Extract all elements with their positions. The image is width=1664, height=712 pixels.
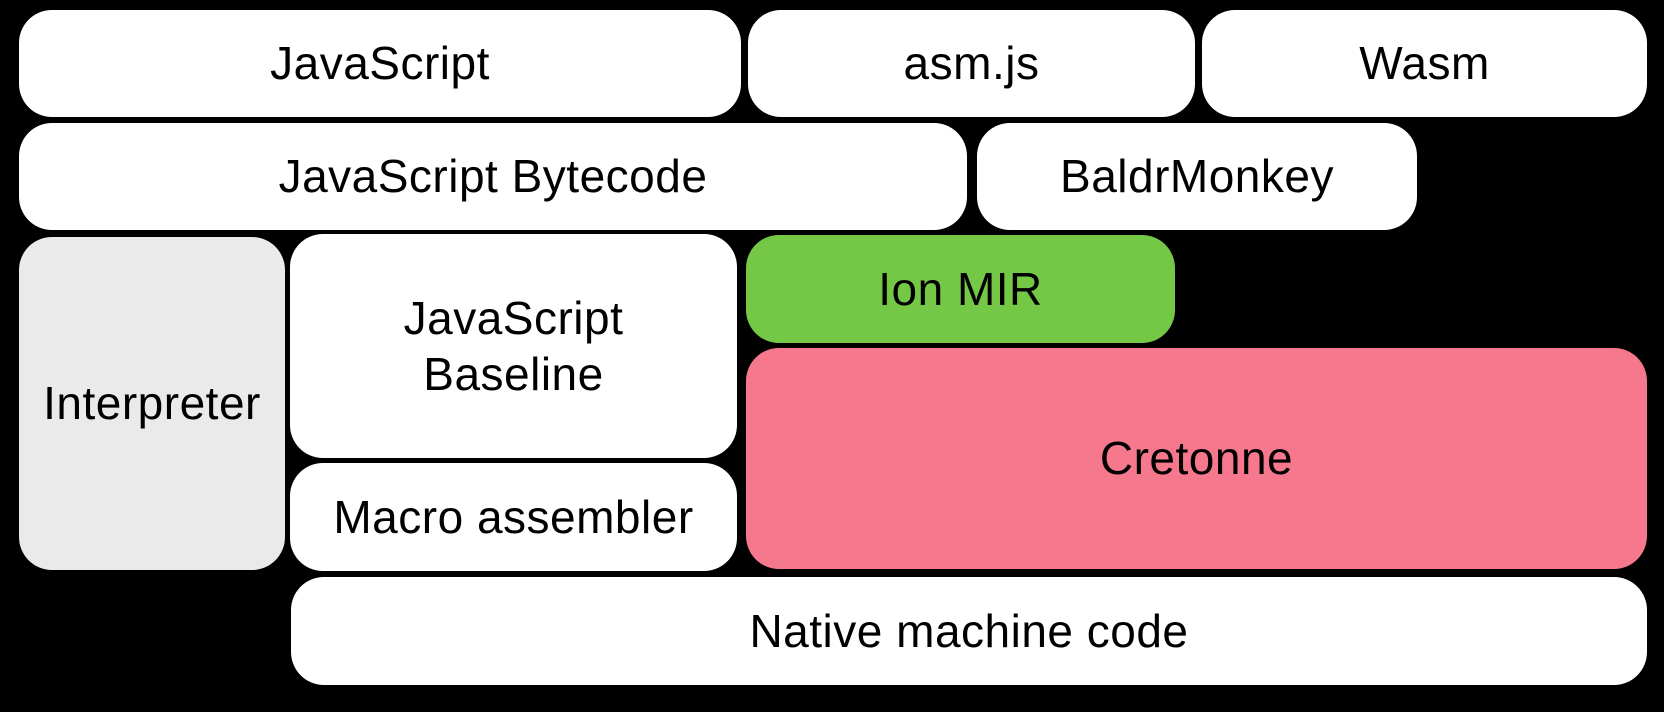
box-javascript-bytecode: JavaScript Bytecode: [19, 123, 967, 230]
box-native-machine-code: Native machine code: [291, 577, 1647, 685]
box-macro-assembler: Macro assembler: [290, 463, 737, 571]
box-javascript: JavaScript: [19, 10, 741, 117]
box-asmjs: asm.js: [748, 10, 1195, 117]
box-cretonne: Cretonne: [746, 348, 1647, 569]
box-ion-mir: Ion MIR: [746, 235, 1175, 343]
box-wasm: Wasm: [1202, 10, 1647, 117]
box-interpreter: Interpreter: [19, 237, 285, 570]
box-baldrmonkey: BaldrMonkey: [977, 123, 1417, 230]
box-javascript-baseline: JavaScript Baseline: [290, 234, 737, 458]
